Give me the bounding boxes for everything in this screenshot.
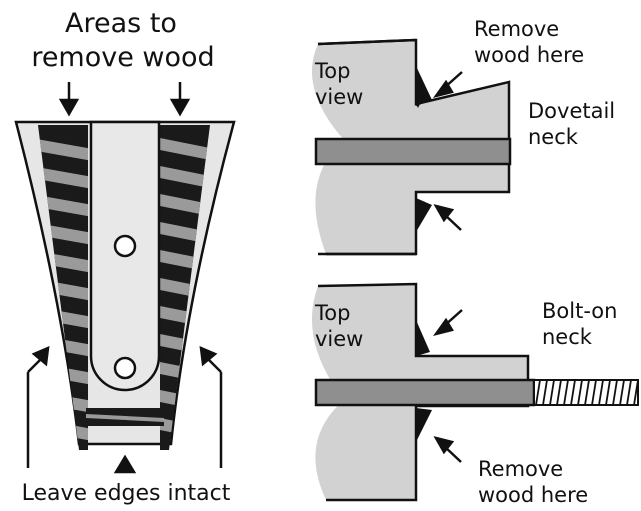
bolt-on-removal-top (416, 320, 430, 356)
threaded-bolt (533, 379, 639, 406)
dovetail-view-line2: view (315, 85, 363, 109)
bolt-on-view-line2: view (315, 327, 363, 351)
dovetail-arrows (433, 71, 463, 231)
heel-title-line1: Areas to (65, 8, 177, 39)
bolt-on-diagram: Top view Bolt-on neck Remove wood here (311, 282, 639, 507)
bolt-on-neck-line1: Bolt-on (542, 299, 617, 323)
heel-diagram: Areas to remove wood Leave edges intact (14, 8, 236, 506)
bottom-removal-area (86, 408, 164, 426)
bolt-on-rod (314, 378, 536, 407)
dovetail-neck-line2: neck (528, 125, 579, 149)
dovetail-remove-line2: wood here (474, 43, 584, 67)
dovetail-remove-line1: Remove (474, 17, 559, 41)
dovetail-rod (314, 137, 512, 166)
bolt-on-arrows (433, 309, 463, 463)
bolt-on-removal-bottom (416, 408, 432, 442)
heel-bottom-caption: Leave edges intact (22, 481, 231, 506)
bolt-on-view-line1: Top (314, 301, 350, 325)
bolt-hole-lower (113, 356, 137, 380)
bolt-on-remove-line2: wood here (478, 483, 588, 507)
bolt-hole-upper (113, 234, 137, 258)
dovetail-view-line1: Top (314, 59, 350, 83)
heel-title-line2: remove wood (31, 42, 214, 73)
dovetail-neck-line1: Dovetail (528, 99, 615, 123)
heel-arrows (26, 82, 223, 474)
dovetail-removal-bottom (416, 198, 432, 232)
bolt-on-remove-line1: Remove (478, 457, 563, 481)
dovetail-diagram: Top view Remove wood here Dovetail neck (311, 17, 615, 256)
bolt-on-neck-line2: neck (542, 325, 593, 349)
